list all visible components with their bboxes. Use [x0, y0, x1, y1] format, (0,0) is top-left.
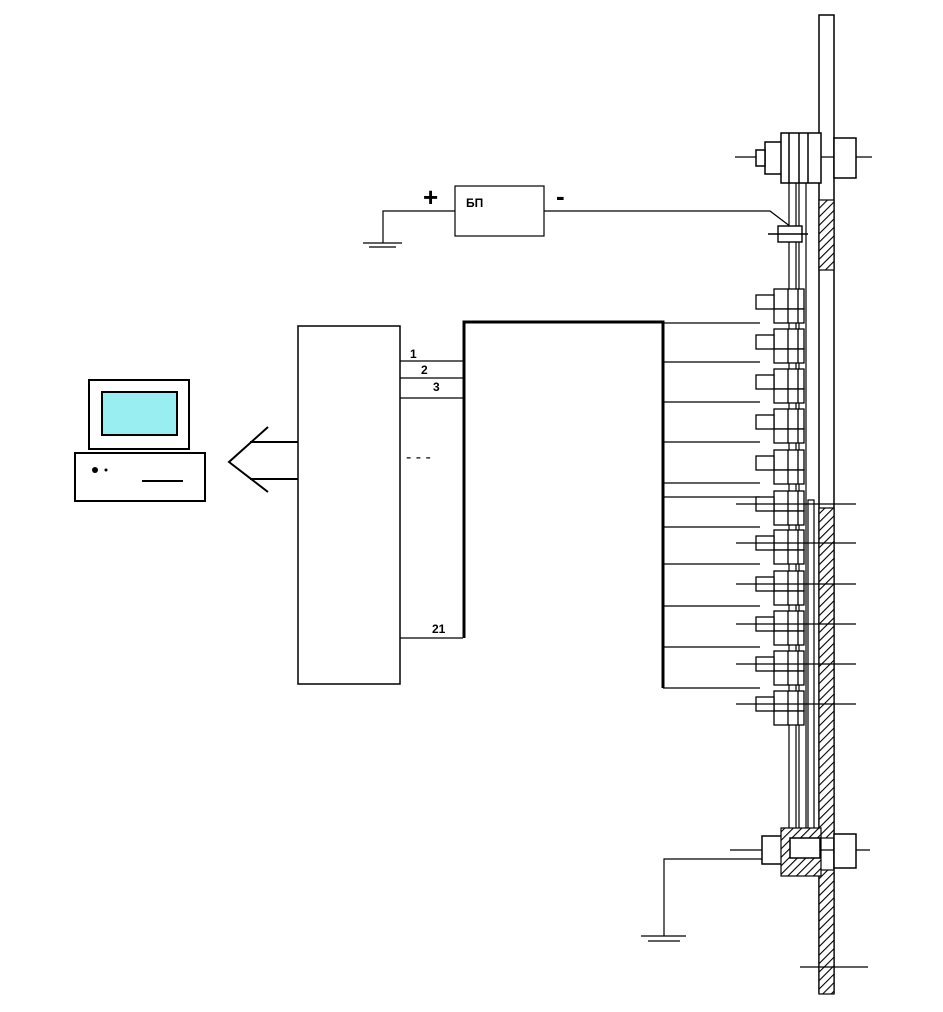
probe-clamp	[736, 529, 856, 565]
data-arrow	[227, 426, 298, 493]
power-wiring	[363, 210, 796, 248]
plus-sign: +	[423, 182, 438, 212]
probe-clamp	[755, 408, 805, 444]
disk-led	[104, 468, 108, 472]
probe-leads	[663, 322, 760, 689]
probe-clamp	[755, 368, 805, 404]
probe-clamps	[736, 288, 856, 726]
switch-unit	[297, 325, 401, 685]
ground-icon	[641, 858, 768, 942]
probe-clamp	[755, 449, 805, 485]
probe-clamp	[755, 328, 805, 364]
terminal-top	[768, 225, 808, 243]
cable-bundle	[462, 320, 665, 688]
minus-sign: -	[556, 181, 565, 211]
line-label-2: 2	[421, 363, 428, 377]
line-label-3: 3	[433, 380, 440, 394]
line-label-21: 21	[432, 622, 446, 636]
ellipsis-dashes: - - -	[406, 449, 431, 466]
monitor-screen	[101, 391, 178, 436]
top-bolt	[735, 132, 872, 184]
power-supply-label: БП	[466, 196, 483, 210]
signal-lines	[400, 360, 463, 639]
computer-icon	[74, 379, 206, 502]
probe-clamp	[736, 570, 856, 606]
probe-clamp	[736, 490, 856, 526]
power-led	[92, 467, 98, 473]
line-label-1: 1	[410, 347, 417, 361]
system-unit	[74, 452, 206, 502]
probe-clamp	[755, 288, 805, 324]
bottom-bolt	[730, 827, 870, 877]
probe-clamp	[736, 610, 856, 646]
power-supply-box	[454, 185, 545, 237]
probe-clamp	[736, 690, 856, 726]
probe-clamp	[736, 650, 856, 686]
